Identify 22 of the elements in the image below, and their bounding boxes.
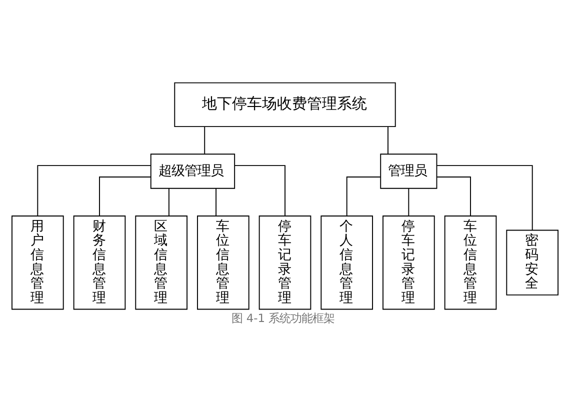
connector (408, 187, 410, 216)
node-box: 超级管理员 (150, 153, 236, 188)
connector (37, 164, 152, 216)
node-box: 地下停车场收费管理系统 (174, 82, 396, 127)
connector (346, 176, 381, 216)
node-box: 车位信息管理 (197, 215, 250, 310)
node-box: 个人信息管理 (320, 215, 373, 310)
node-box: 管理员 (380, 153, 438, 188)
node-box: 停车记录管理 (258, 215, 312, 310)
node-box: 车位信息管理 (444, 215, 497, 310)
connector (436, 164, 533, 230)
connector (234, 164, 286, 216)
caption: 图 4-1 系统功能框架 (232, 310, 335, 325)
node-box: 财务信息管理 (73, 215, 126, 310)
connector (99, 176, 152, 216)
node-box: 停车记录管理 (382, 215, 435, 310)
node-box: 用户信息管理 (12, 215, 64, 310)
node-box: 密码安全 (506, 229, 558, 295)
connector (168, 187, 170, 216)
connector (204, 126, 206, 154)
node-box: 区域信息管理 (135, 215, 188, 310)
connector (436, 176, 471, 216)
